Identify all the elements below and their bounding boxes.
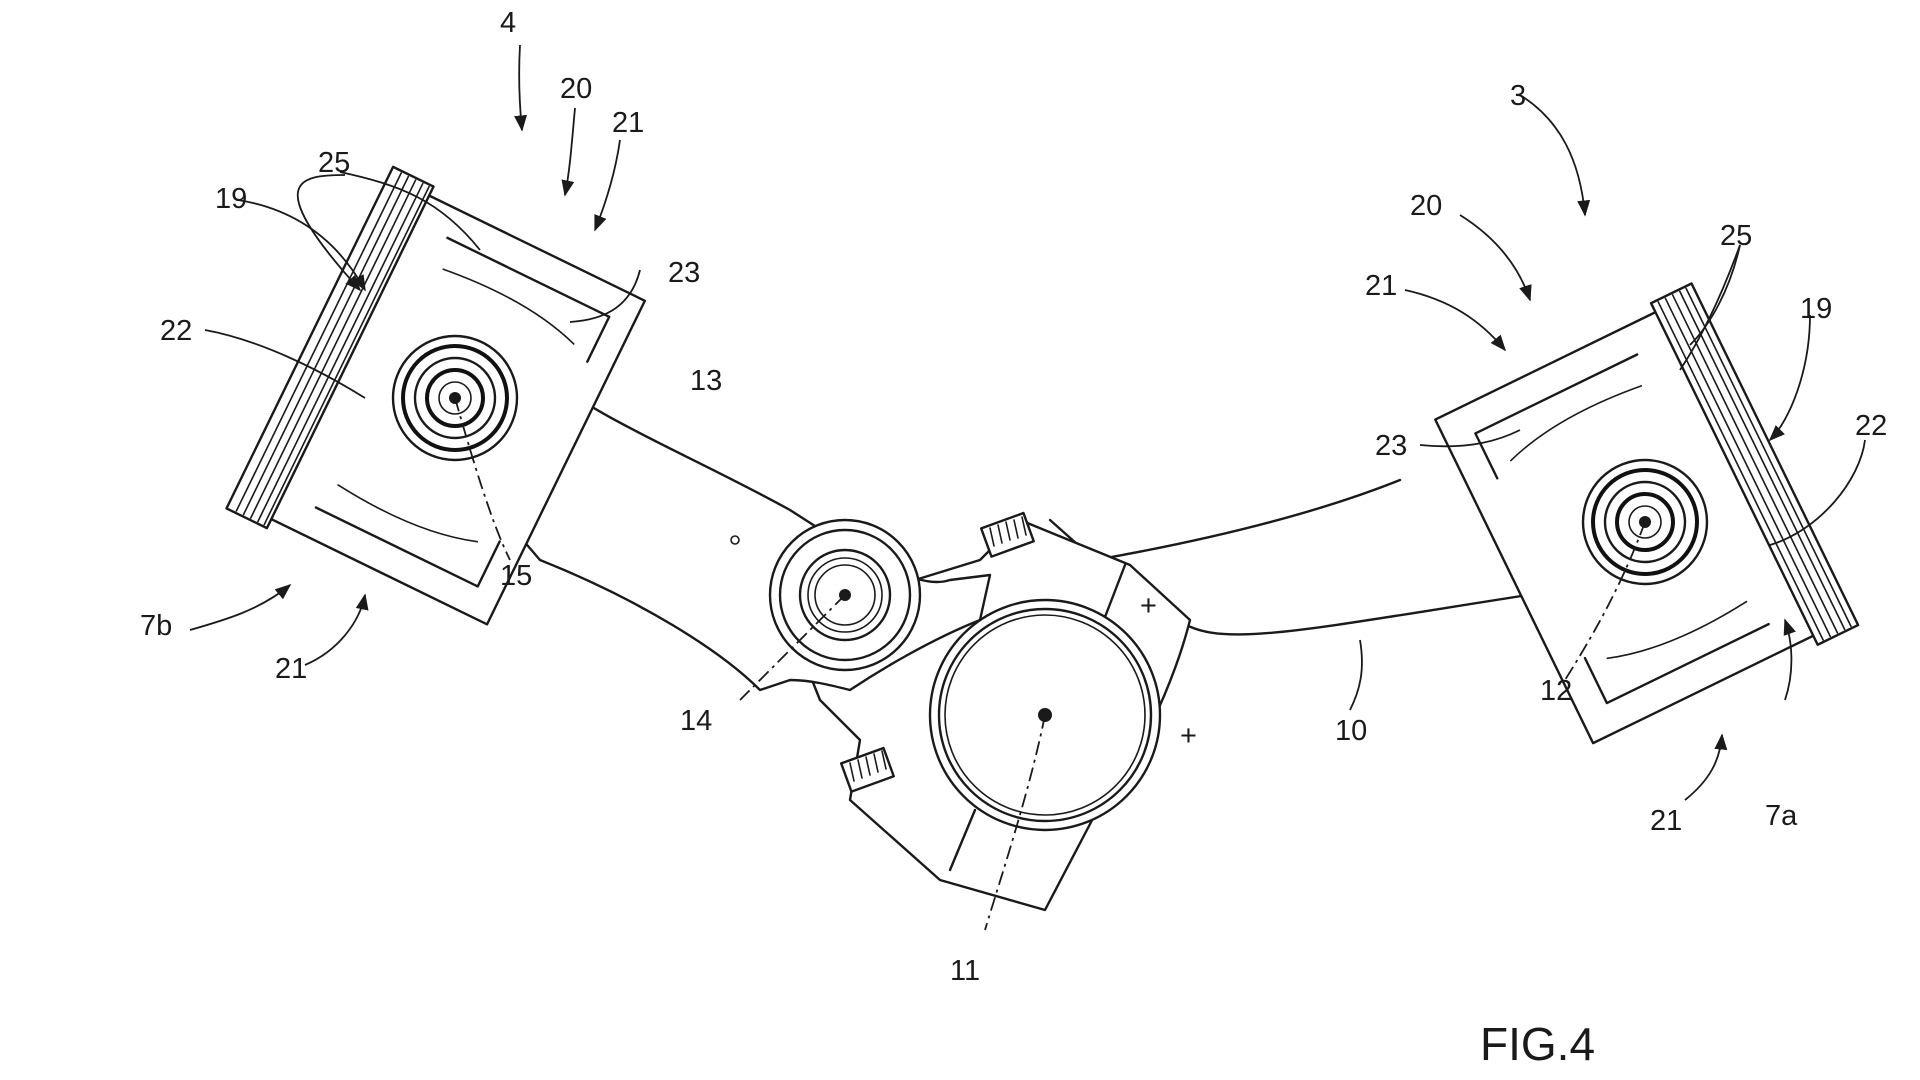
ref-14: 14 — [680, 705, 712, 737]
ref-19-left: 19 — [215, 183, 247, 215]
ref-13: 13 — [690, 365, 722, 397]
ref-10: 10 — [1335, 715, 1367, 747]
x-mark-upper: + — [1140, 590, 1157, 622]
x-mark-lower: + — [1180, 720, 1197, 752]
ref-21-right-bottom: 21 — [1650, 805, 1682, 837]
ref-12: 12 — [1540, 675, 1572, 707]
ref-3: 3 — [1510, 80, 1526, 112]
ref-20-left: 20 — [560, 73, 592, 105]
bolt-lower — [839, 746, 895, 793]
ref-25-left: 25 — [318, 147, 350, 179]
oil-hole — [730, 535, 740, 545]
ref-7b: 7b — [140, 610, 172, 642]
bolt-upper — [979, 511, 1035, 558]
ref-11: 11 — [950, 955, 980, 987]
ref-25-right: 25 — [1720, 220, 1752, 252]
ref-22-left: 22 — [160, 315, 192, 347]
ref-21-right-top: 21 — [1365, 270, 1397, 302]
ref-23-left: 23 — [668, 257, 700, 289]
ref-20-right: 20 — [1410, 190, 1442, 222]
ref-4: 4 — [500, 7, 516, 39]
ref-15: 15 — [500, 560, 532, 592]
ref-7a: 7a — [1765, 800, 1798, 832]
ref-21-left-top: 21 — [612, 107, 644, 139]
ref-22-right: 22 — [1855, 410, 1887, 442]
reference-labels: 4 20 21 25 19 22 23 13 15 7b 21 14 11 10… — [140, 7, 1887, 1070]
ref-23-right: 23 — [1375, 430, 1407, 462]
ref-19-right: 19 — [1800, 293, 1832, 325]
leaders — [189, 44, 1866, 801]
figure-label: FIG.4 — [1480, 1018, 1595, 1070]
ref-21-left-bottom: 21 — [275, 653, 307, 685]
